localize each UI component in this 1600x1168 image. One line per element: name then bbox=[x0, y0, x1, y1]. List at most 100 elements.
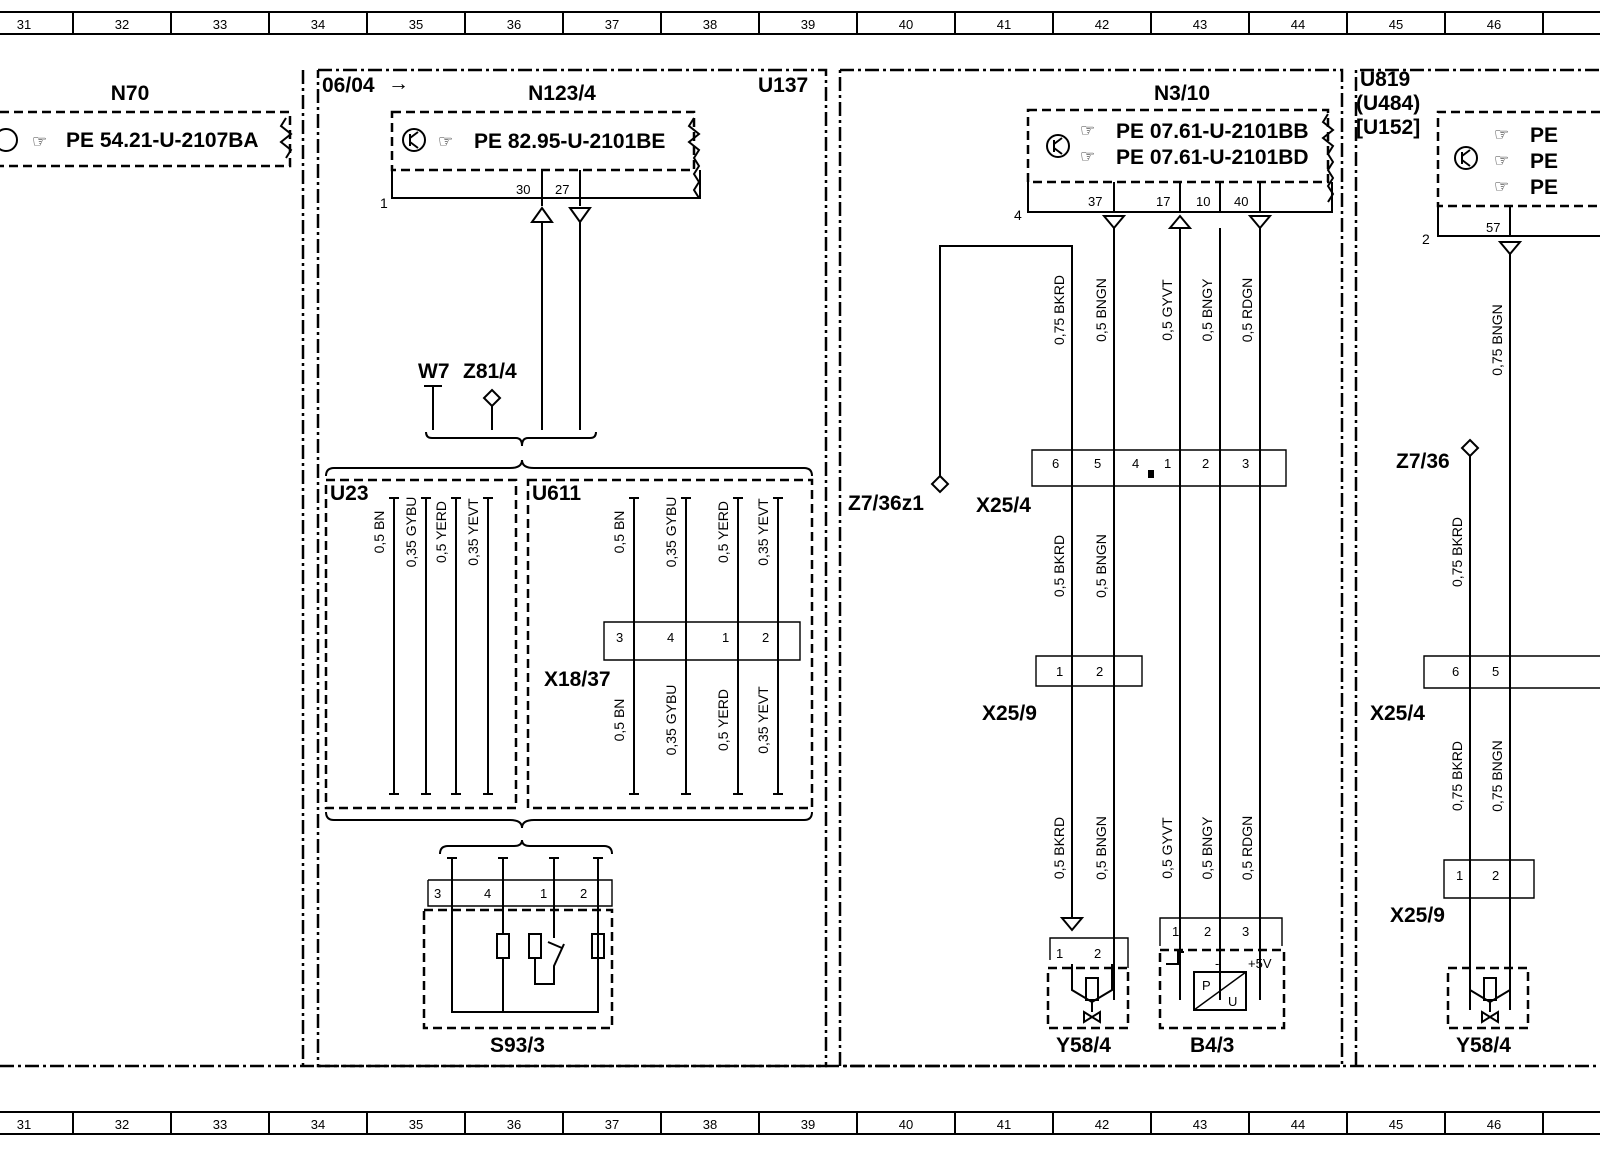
wire-label: 0,5 BNGN bbox=[1093, 278, 1109, 342]
n123-pin-30: 30 bbox=[516, 182, 530, 197]
grid-column-number: 31 bbox=[17, 17, 31, 32]
u819-pe-ref[interactable]: PE bbox=[1530, 124, 1558, 147]
pointing-hand-icon: ☞ bbox=[32, 132, 47, 151]
n3-10-control-unit: N3/10 ☞ ☞ PE 07.61-U-2101BB PE 07.61-U-2… bbox=[1014, 82, 1335, 230]
b4-3-plus5v: +5V bbox=[1248, 956, 1272, 971]
n3-10-pe-ref[interactable]: PE 07.61-U-2101BB bbox=[1116, 120, 1309, 143]
wire bbox=[681, 497, 691, 795]
wire bbox=[421, 497, 431, 795]
grid-column-number: 37 bbox=[605, 17, 619, 32]
grid-column-number: 35 bbox=[409, 1117, 423, 1132]
s93-pin: 2 bbox=[580, 886, 587, 901]
u819-x25-4-pin: 5 bbox=[1492, 664, 1499, 679]
u819-pin: 57 bbox=[1486, 220, 1500, 235]
n123-4-pe-ref[interactable]: PE 82.95-U-2101BE bbox=[474, 130, 665, 153]
grid-column-number: 41 bbox=[997, 17, 1011, 32]
b4-3-u: U bbox=[1228, 994, 1237, 1009]
grid-column-number: 36 bbox=[507, 17, 521, 32]
s93-3-label: S93/3 bbox=[490, 1034, 545, 1057]
wire-label: 0,75 BKRD bbox=[1449, 517, 1465, 587]
wire bbox=[389, 497, 399, 795]
wire-label: 0,5 RDGN bbox=[1239, 278, 1255, 343]
u611-label: U611 bbox=[532, 482, 581, 505]
ground-pin: 4 bbox=[1014, 207, 1022, 223]
x25-4-pin: 5 bbox=[1094, 456, 1101, 471]
u484-label: (U484) bbox=[1356, 92, 1420, 115]
pointing-hand-icon: ☞ bbox=[1080, 147, 1095, 166]
u819-pe-ref[interactable]: PE bbox=[1530, 150, 1558, 173]
grid-column-number: 44 bbox=[1291, 17, 1305, 32]
grid-column-number: 43 bbox=[1193, 17, 1207, 32]
n123-4-label: N123/4 bbox=[528, 82, 596, 105]
u819-x25-4-pin: 6 bbox=[1452, 664, 1459, 679]
grid-column-number: 43 bbox=[1193, 1117, 1207, 1132]
n3-10-pin: 10 bbox=[1196, 194, 1210, 209]
n3-10-pin: 40 bbox=[1234, 194, 1248, 209]
n123-4-control-unit: N123/4 ☞ PE 82.95-U-2101BE 1 30 27 bbox=[380, 82, 701, 430]
wire-label: 0,35 YEVT bbox=[755, 498, 771, 566]
b4-3-pressure-sensor: 1 2 3 - +5V P U B4/3 bbox=[1158, 917, 1286, 1057]
grid-column-number: 41 bbox=[997, 1117, 1011, 1132]
u137-label: U137 bbox=[758, 74, 808, 97]
harness-bracket bbox=[425, 431, 597, 447]
x25-9-label: X25/9 bbox=[982, 702, 1037, 725]
x18-37-pin: 3 bbox=[616, 630, 623, 645]
w7-label: W7 bbox=[418, 360, 450, 383]
grid-column-number: 33 bbox=[213, 17, 227, 32]
n310-frame bbox=[838, 68, 1344, 1068]
grid-column-number: 37 bbox=[605, 1117, 619, 1132]
wire bbox=[549, 857, 559, 906]
grid-column-number: 32 bbox=[115, 1117, 129, 1132]
grid-column-number: 40 bbox=[899, 17, 913, 32]
x25-4-connector: 6 5 4 1 2 3 X25/4 bbox=[976, 449, 1287, 517]
u819-x25-9-pin: 2 bbox=[1492, 868, 1499, 883]
y58-4-valve: 1 2 Y58/4 bbox=[1046, 917, 1130, 1057]
grid-column-number: 38 bbox=[703, 17, 717, 32]
wire-label: 0,5 YERD bbox=[433, 501, 449, 563]
b4-3-pin: 1 bbox=[1172, 924, 1179, 939]
x25-4-pin: 6 bbox=[1052, 456, 1059, 471]
u819-x25-9-label: X25/9 bbox=[1390, 904, 1445, 927]
ground-pin: 2 bbox=[1422, 231, 1430, 247]
wire-label: 0,5 GYVT bbox=[1159, 279, 1175, 341]
b4-3-pin: 3 bbox=[1242, 924, 1249, 939]
grid-column-number: 46 bbox=[1487, 17, 1501, 32]
n70-pe-ref[interactable]: PE 54.21-U-2107BA bbox=[66, 129, 259, 152]
u819-y58-4-label: Y58/4 bbox=[1456, 1034, 1511, 1057]
b4-3-pin: 2 bbox=[1204, 924, 1211, 939]
grid-column-number: 42 bbox=[1095, 17, 1109, 32]
grid-column-number: 36 bbox=[507, 1117, 521, 1132]
transistor-icon bbox=[402, 128, 426, 152]
n123-pin-27: 27 bbox=[555, 182, 569, 197]
wire bbox=[447, 857, 457, 906]
x25-9-pin: 2 bbox=[1096, 664, 1103, 679]
wire-label: 0,35 YEVT bbox=[465, 498, 481, 566]
u819-variant: U819 (U484) [U152] ☞ ☞ ☞ PE PE PE 2 57 Z… bbox=[1356, 68, 1600, 1057]
y58-pin: 2 bbox=[1094, 946, 1101, 961]
grid-column-number: 35 bbox=[409, 17, 423, 32]
u819-frame bbox=[1354, 68, 1600, 1066]
wire-label: 0,5 YERD bbox=[715, 689, 731, 751]
wire-label: 0,75 BKRD bbox=[1449, 741, 1465, 811]
b4-3-p: P bbox=[1202, 978, 1211, 993]
b4-3-label: B4/3 bbox=[1190, 1034, 1234, 1057]
n3-10-pe-ref[interactable]: PE 07.61-U-2101BD bbox=[1116, 146, 1309, 169]
wire bbox=[629, 497, 639, 795]
harness-bracket bbox=[325, 811, 813, 829]
x25-4-pin: 2 bbox=[1202, 456, 1209, 471]
pointing-hand-icon: ☞ bbox=[1494, 151, 1509, 170]
u819-pe-ref[interactable]: PE bbox=[1530, 176, 1558, 199]
n3-10-pin: 37 bbox=[1088, 194, 1102, 209]
n3-10-label: N3/10 bbox=[1154, 82, 1210, 105]
grid-column-number: 38 bbox=[703, 1117, 717, 1132]
x18-37-pin: 2 bbox=[762, 630, 769, 645]
wire bbox=[483, 497, 493, 795]
wire-label: 0,5 GYVT bbox=[1159, 817, 1175, 879]
wire-label: 0,5 BNGN bbox=[1093, 816, 1109, 880]
wire-label: 0,5 RDGN bbox=[1239, 816, 1255, 881]
x25-9-pin: 1 bbox=[1056, 664, 1063, 679]
wire bbox=[498, 857, 508, 906]
